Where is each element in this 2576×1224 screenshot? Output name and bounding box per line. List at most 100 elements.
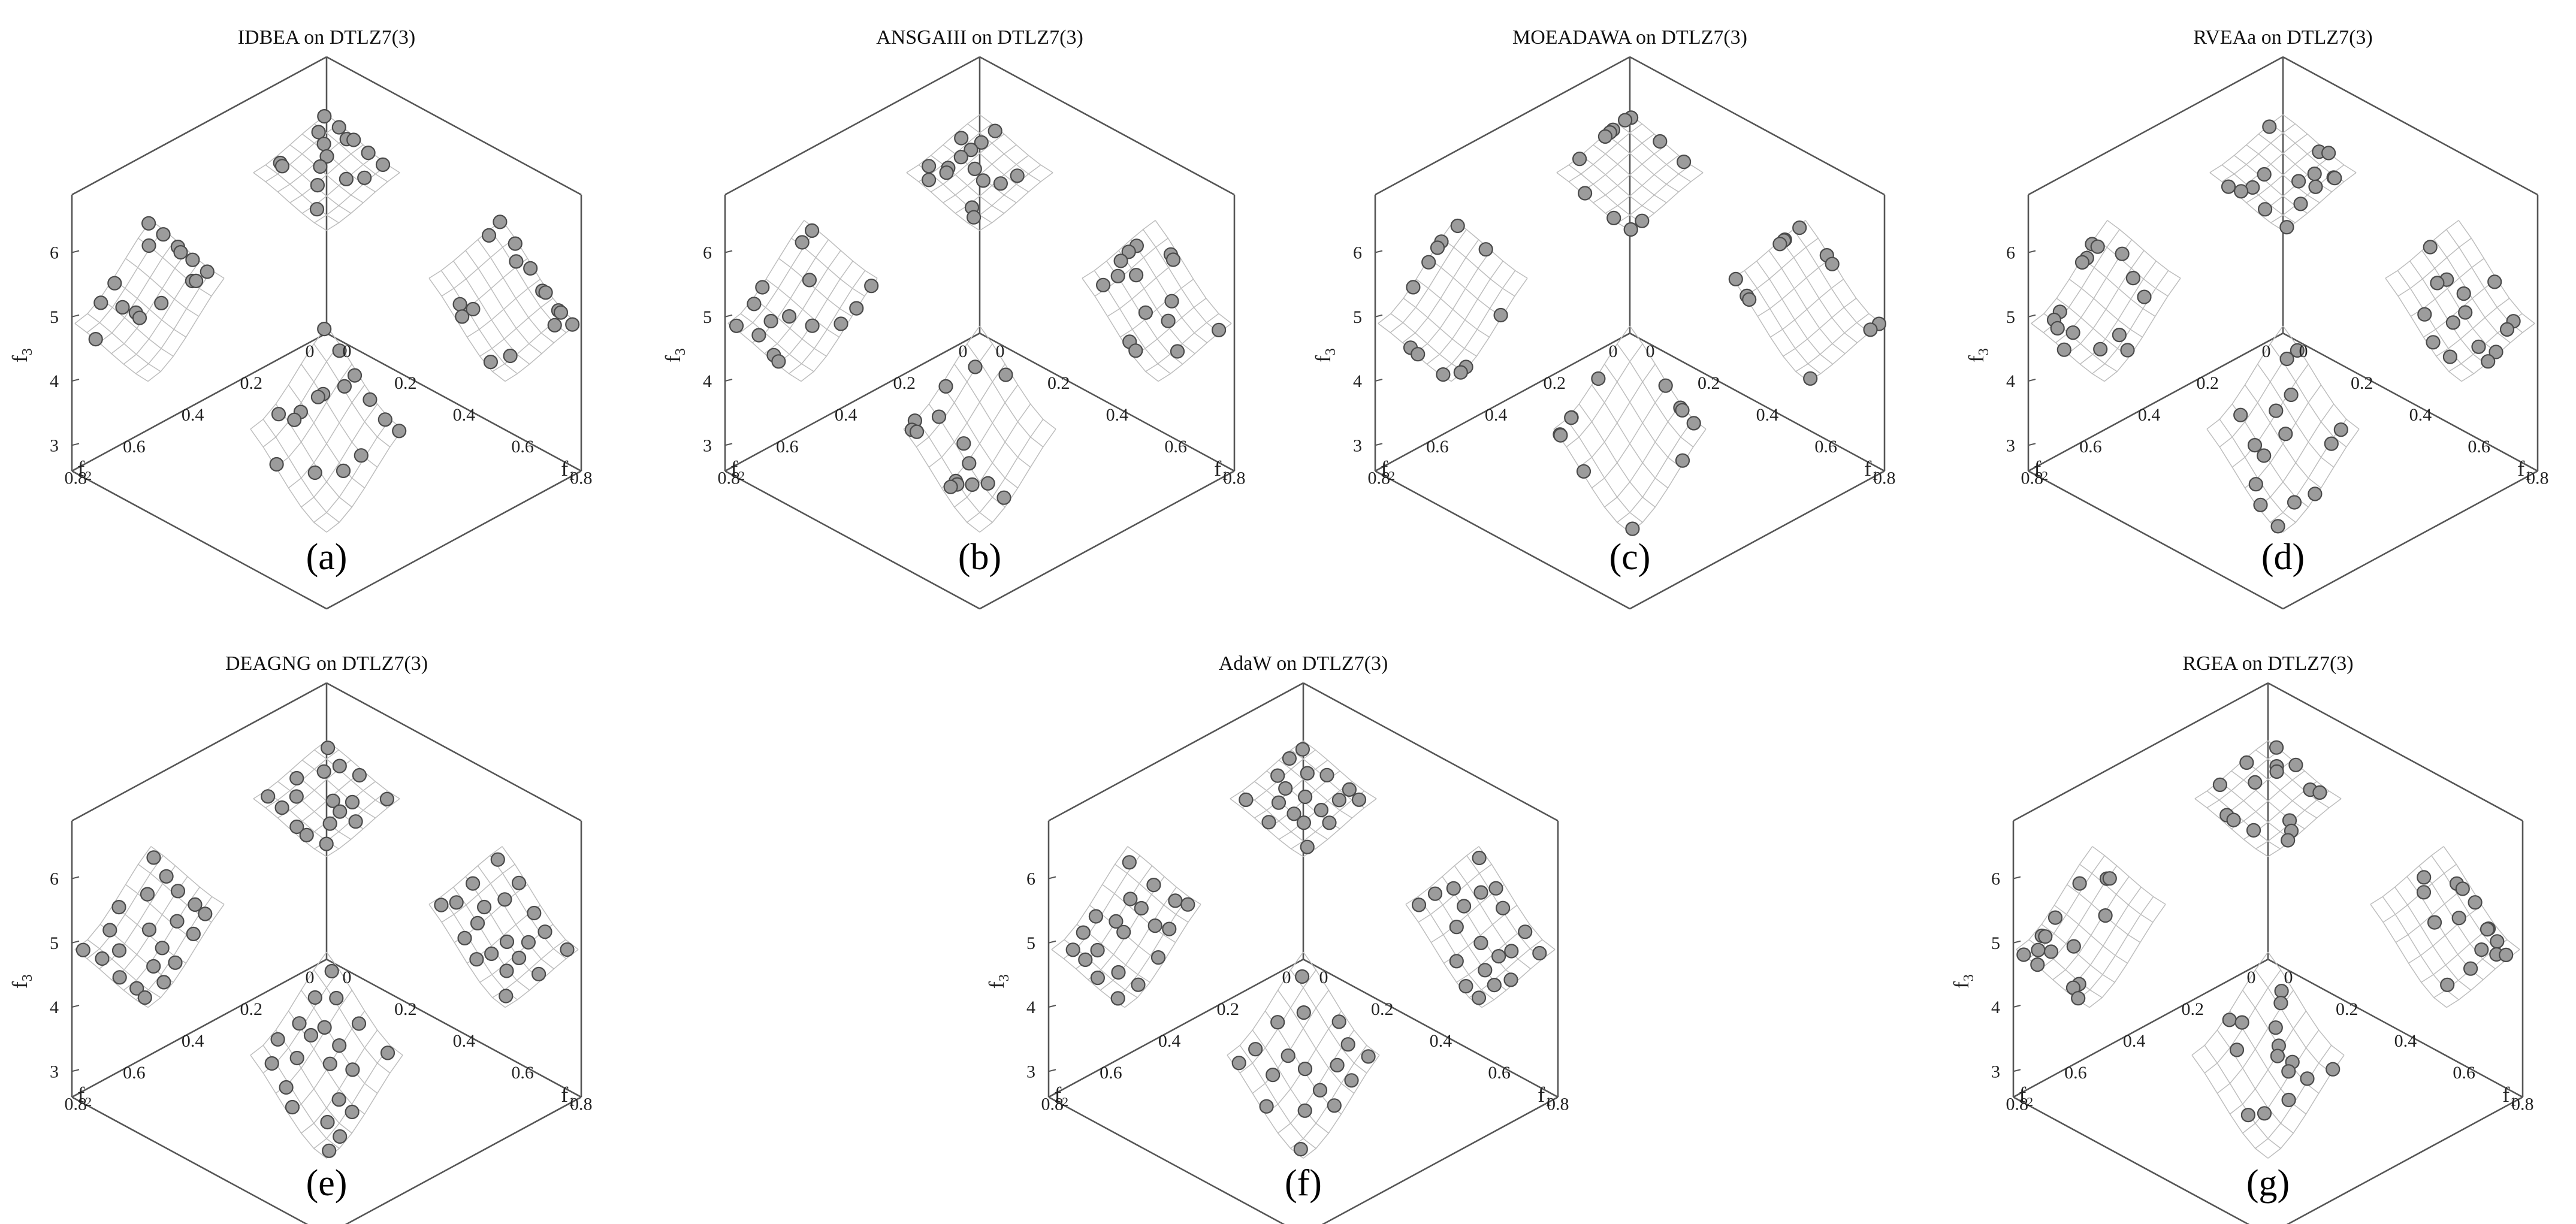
f2-axis-label: f₂ bbox=[77, 457, 92, 480]
data-point bbox=[146, 959, 161, 974]
f2-tick-label: 0.4 bbox=[1158, 1031, 1181, 1051]
data-point bbox=[1270, 1015, 1285, 1030]
f1-tick-label: 0.4 bbox=[2409, 405, 2432, 425]
z-tick-label: 4 bbox=[1026, 998, 1035, 1017]
data-point bbox=[1625, 521, 1640, 536]
f3-axis-label: f3 bbox=[1311, 348, 1339, 362]
data-point bbox=[1496, 900, 1511, 915]
data-point bbox=[112, 970, 127, 985]
z-tick-mark bbox=[724, 379, 733, 382]
data-point bbox=[457, 930, 472, 946]
data-point bbox=[921, 159, 937, 174]
f1-tick-label: 0 bbox=[1319, 968, 1328, 987]
data-point bbox=[2490, 934, 2505, 949]
data-point bbox=[466, 301, 481, 317]
data-point bbox=[1296, 1005, 1311, 1020]
f1-tick-label: 0.8 bbox=[2511, 1095, 2534, 1114]
data-point bbox=[1578, 186, 1593, 201]
data-point bbox=[2262, 119, 2277, 134]
data-point bbox=[346, 132, 361, 147]
data-point bbox=[1478, 242, 1493, 257]
data-point bbox=[493, 214, 508, 229]
z-tick-mark bbox=[1375, 314, 1383, 318]
data-point bbox=[434, 897, 449, 912]
f1-axis-label: f₁ bbox=[561, 457, 576, 480]
surface-grid-line bbox=[2056, 298, 2130, 357]
data-point bbox=[1298, 789, 1313, 805]
data-point bbox=[2440, 977, 2455, 992]
data-point bbox=[1282, 751, 1297, 766]
data-point bbox=[2417, 870, 2432, 885]
surface-grid-line bbox=[903, 428, 980, 533]
data-point bbox=[319, 836, 334, 851]
data-point bbox=[289, 789, 304, 804]
surface-grid-line bbox=[906, 172, 980, 231]
data-point bbox=[1623, 222, 1638, 237]
surface-grid-line bbox=[1768, 250, 1846, 354]
data-point bbox=[331, 120, 346, 135]
f1-tick-label: 0.4 bbox=[2394, 1031, 2417, 1051]
data-point bbox=[2416, 885, 2432, 900]
data-point bbox=[1170, 344, 1185, 359]
data-point bbox=[804, 223, 820, 238]
data-point bbox=[2326, 1062, 2341, 1077]
data-point bbox=[2221, 179, 2236, 194]
panel-title: MOEADAWA on DTLZ7(3) bbox=[1512, 26, 1747, 49]
data-point bbox=[1411, 897, 1427, 912]
data-point bbox=[1449, 954, 1464, 969]
z-tick-label: 5 bbox=[1353, 307, 1362, 327]
data-point bbox=[352, 767, 367, 783]
data-point bbox=[1162, 921, 1177, 936]
data-point bbox=[2427, 915, 2442, 930]
panel-title: AdaW on DTLZ7(3) bbox=[1219, 652, 1388, 675]
f1-tick-label: 0.2 bbox=[394, 999, 417, 1019]
data-point bbox=[511, 950, 527, 966]
box-edge bbox=[2286, 1096, 2523, 1224]
data-point bbox=[1503, 972, 1518, 987]
data-point bbox=[1271, 795, 1287, 810]
box-edge bbox=[345, 1096, 582, 1224]
data-point bbox=[2125, 271, 2140, 286]
f3-axis-label-main: f bbox=[1311, 355, 1335, 362]
data-point bbox=[274, 159, 290, 174]
data-point bbox=[2071, 991, 2086, 1006]
data-point bbox=[2120, 343, 2135, 358]
f2-tick-label: 0 bbox=[1609, 341, 1618, 361]
surface-grid-line bbox=[979, 114, 1053, 173]
data-point bbox=[2234, 1015, 2249, 1030]
data-point bbox=[1095, 277, 1111, 292]
data-point bbox=[322, 816, 337, 831]
data-point bbox=[1436, 367, 1451, 382]
surface-grid-line bbox=[1757, 258, 1831, 317]
f2-tick-label: 0.8 bbox=[64, 469, 87, 488]
surface-grid-line bbox=[1082, 277, 1159, 382]
surface-grid-line bbox=[1629, 428, 1707, 533]
surface-grid-line bbox=[753, 298, 827, 357]
surface-grid-line bbox=[1239, 1045, 1316, 1149]
surface-grid-line bbox=[477, 865, 554, 969]
f2-tick-label: 0 bbox=[2247, 968, 2256, 987]
surface-grid-line bbox=[979, 325, 1056, 430]
z-tick-label: 6 bbox=[1026, 869, 1035, 889]
f1-tick-label: 0.4 bbox=[453, 1031, 476, 1051]
surface-grid-line bbox=[2191, 1054, 2269, 1159]
surface-grid-line bbox=[2257, 364, 2335, 468]
data-point bbox=[1134, 900, 1149, 916]
box-edge bbox=[724, 56, 980, 196]
data-point bbox=[1259, 1099, 1274, 1114]
f3-axis-label-subscript: 3 bbox=[20, 974, 35, 981]
data-point bbox=[102, 923, 117, 938]
panel-a: IDBEA on DTLZ7(3)345600.20.40.60.800.20.… bbox=[8, 26, 593, 610]
surface-grid-line bbox=[2370, 903, 2447, 1008]
z-tick-label: 5 bbox=[50, 933, 59, 953]
z-tick-label: 3 bbox=[1353, 436, 1362, 455]
surface-grid-line bbox=[2206, 790, 2281, 850]
surface-grid-line bbox=[2206, 428, 2284, 533]
surface-grid-line bbox=[2068, 279, 2143, 338]
f1-axis-label: f₁ bbox=[1538, 1083, 1553, 1107]
data-point bbox=[531, 966, 546, 982]
z-tick-mark bbox=[71, 250, 80, 253]
data-point bbox=[2333, 422, 2348, 437]
data-point bbox=[170, 884, 186, 899]
surface-grid-line bbox=[1578, 403, 1656, 507]
